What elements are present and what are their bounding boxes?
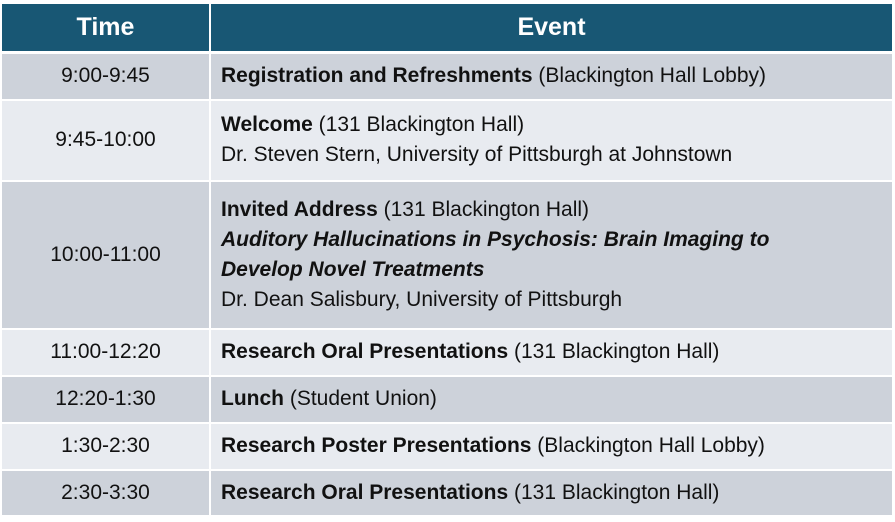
event-cell: Research Oral Presentations (131 Blackin… [210, 469, 892, 517]
time-cell: 9:00-9:45 [2, 52, 211, 101]
time-cell: 10:00-11:00 [2, 180, 211, 330]
time-cell: 1:30-2:30 [2, 422, 211, 471]
event-cell: Research Oral Presentations (131 Blackin… [210, 328, 892, 377]
event-speaker: Dr. Dean Salisbury, University of Pittsb… [221, 287, 623, 311]
event-title: Welcome [221, 113, 313, 136]
event-location: (Blackington Hall Lobby) [531, 434, 765, 457]
schedule-table: Time Event 9:00-9:45 Registration and Re… [2, 4, 892, 517]
schedule-row: 11:00-12:20 Research Oral Presentations … [2, 328, 892, 377]
event-title: Registration and Refreshments [221, 64, 533, 88]
event-cell: Lunch (Student Union) [210, 375, 892, 424]
event-location: (131 Blackington Hall) [377, 197, 590, 221]
talk-title-line-1: Auditory Hallucinations in Psychosis: Br… [221, 227, 770, 251]
event-cell: Welcome (131 Blackington Hall) Dr. Steve… [210, 99, 892, 182]
event-location: (131 Blackington Hall) [508, 480, 720, 504]
event-cell: Registration and Refreshments (Blackingt… [210, 52, 892, 101]
event-location: (131 Blackington Hall) [312, 113, 525, 136]
time-cell: 9:45-10:00 [2, 99, 211, 182]
time-column-header: Time [2, 4, 211, 54]
event-cell: Research Poster Presentations (Blackingt… [210, 422, 892, 471]
time-cell: 2:30-3:30 [2, 469, 211, 517]
event-location: (Blackington Hall Lobby) [532, 64, 767, 88]
event-location: (Student Union) [284, 387, 437, 410]
schedule-row: 1:30-2:30 Research Poster Presentations … [2, 422, 892, 471]
talk-title-line-2: Develop Novel Treatments [221, 257, 485, 281]
event-title: Research Poster Presentations [221, 434, 532, 457]
event-title: Research Oral Presentations [221, 340, 509, 363]
event-title: Invited Address [221, 197, 378, 221]
event-title: Lunch [221, 387, 284, 410]
time-cell: 11:00-12:20 [2, 328, 211, 377]
schedule-row: 9:00-9:45 Registration and Refreshments … [2, 52, 892, 101]
event-location: (131 Blackington Hall) [508, 340, 720, 363]
event-cell: Invited Address (131 Blackington Hall) A… [210, 180, 892, 330]
event-title: Research Oral Presentations [221, 480, 509, 504]
header-row: Time Event [2, 4, 892, 54]
time-cell: 12:20-1:30 [2, 375, 211, 424]
schedule-row: 2:30-3:30 Research Oral Presentations (1… [2, 469, 892, 517]
event-speaker: Dr. Steven Stern, University of Pittsbur… [221, 143, 733, 166]
schedule-row: 10:00-11:00 Invited Address (131 Blackin… [2, 180, 892, 330]
schedule-row: 12:20-1:30 Lunch (Student Union) [2, 375, 892, 424]
event-column-header: Event [210, 4, 892, 54]
schedule-row: 9:45-10:00 Welcome (131 Blackington Hall… [2, 99, 892, 182]
